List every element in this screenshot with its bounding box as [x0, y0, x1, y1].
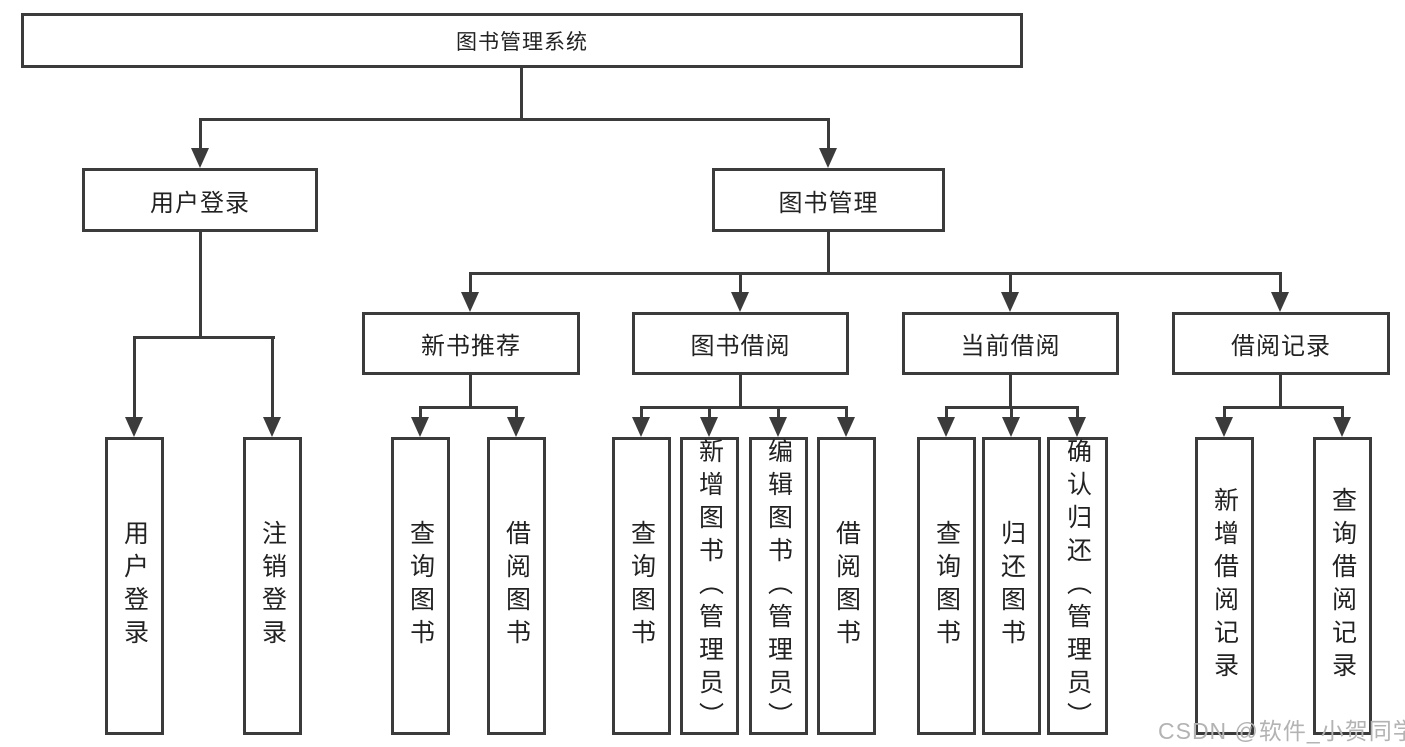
connector-borrowing-records-bar [1224, 406, 1344, 409]
leaf-confirm-return-admin: 确认归还（管理员） [1047, 437, 1108, 735]
arrow-down-icon [507, 417, 525, 437]
node-book-borrowing: 图书借阅 [632, 312, 849, 375]
arrow-down-icon [769, 417, 787, 437]
connector-arm-borrowing-records [1279, 272, 1282, 294]
connector-borrowing-records-stem [1279, 375, 1282, 406]
arrow-down-icon [1068, 417, 1086, 437]
arrow-down-icon [837, 417, 855, 437]
leaf-label: 确认归还（管理员） [1063, 437, 1092, 735]
leaf-return-books: 归还图书 [982, 437, 1041, 735]
arrow-down-icon [937, 417, 955, 437]
connector-book-management-stem [827, 232, 830, 272]
arrow-down-icon [1001, 292, 1019, 312]
watermark-text: CSDN @软件_小贺同学 [1158, 718, 1405, 744]
arrow-down-icon [632, 417, 650, 437]
leaf-label: 查询图书 [627, 520, 656, 652]
arrow-down-icon [1215, 417, 1233, 437]
node-label: 新书推荐 [421, 333, 521, 360]
node-label: 图书借阅 [690, 333, 791, 360]
leaf-logout: 注销登录 [243, 437, 302, 735]
leaf-label: 新增借阅记录 [1210, 487, 1239, 685]
connector-arm-leaf [708, 406, 711, 419]
arrow-down-icon [1333, 417, 1351, 437]
leaf-label: 编辑图书（管理员） [764, 437, 793, 735]
leaf-borrow-books-recommend: 借阅图书 [487, 437, 546, 735]
leaf-query-books-current: 查询图书 [917, 437, 976, 735]
arrow-down-icon [461, 292, 479, 312]
leaf-label: 注销登录 [258, 520, 287, 652]
connector-arm-leaf [945, 406, 948, 419]
leaf-label: 借阅图书 [832, 520, 861, 652]
leaf-add-borrow-record: 新增借阅记录 [1195, 437, 1254, 735]
connector-user-login-bar [133, 336, 275, 339]
leaf-edit-book-admin: 编辑图书（管理员） [749, 437, 808, 735]
arrow-down-icon [125, 417, 143, 437]
leaf-label: 用户登录 [120, 520, 149, 652]
node-label: 图书管理系统 [456, 30, 588, 54]
connector-arm-leaf [845, 406, 848, 419]
connector-arm-leaf [1341, 406, 1344, 419]
connector-arm-leaf-logout [271, 336, 274, 419]
arrow-down-icon [700, 417, 718, 437]
connector-arm-user-login [199, 118, 202, 150]
leaf-borrow-books-borrowing: 借阅图书 [817, 437, 876, 735]
node-current-borrowing: 当前借阅 [902, 312, 1119, 375]
connector-level2-bar [199, 118, 830, 121]
node-label: 当前借阅 [960, 333, 1061, 360]
connector-arm-leaf [640, 406, 643, 419]
node-book-management: 图书管理 [712, 168, 945, 232]
leaf-user-login: 用户登录 [105, 437, 164, 735]
connector-current-borrowing-stem [1009, 375, 1012, 406]
connector-root-stem [520, 68, 523, 118]
node-new-book-recommendation: 新书推荐 [362, 312, 580, 375]
connector-level3-bar [470, 272, 1282, 275]
connector-user-login-stem [199, 232, 202, 336]
arrow-down-icon [819, 148, 837, 168]
connector-arm-leaf-user-login [133, 336, 136, 419]
connector-arm-book-borrowing [739, 272, 742, 294]
connector-arm-leaf [1010, 406, 1013, 419]
node-label: 图书管理 [778, 189, 879, 217]
leaf-add-book-admin: 新增图书（管理员） [680, 437, 739, 735]
node-label: 借阅记录 [1231, 333, 1331, 360]
node-borrowing-records: 借阅记录 [1172, 312, 1390, 375]
connector-arm-leaf [1076, 406, 1079, 419]
leaf-query-books-recommend: 查询图书 [391, 437, 450, 735]
leaf-label: 查询图书 [932, 520, 961, 652]
connector-arm-current-borrowing [1009, 272, 1012, 294]
node-library-management-system: 图书管理系统 [21, 13, 1023, 68]
leaf-label: 借阅图书 [502, 520, 531, 652]
leaf-query-borrow-record: 查询借阅记录 [1313, 437, 1372, 735]
connector-arm-leaf [419, 406, 422, 419]
leaf-label: 查询借阅记录 [1328, 487, 1357, 685]
arrow-down-icon [731, 292, 749, 312]
leaf-query-books-borrowing: 查询图书 [612, 437, 671, 735]
connector-arm-book-management [827, 118, 830, 150]
node-label: 用户登录 [150, 189, 250, 217]
arrow-down-icon [411, 417, 429, 437]
connector-new-book-bar [420, 406, 518, 409]
leaf-label: 新增图书（管理员） [695, 437, 724, 735]
connector-book-borrowing-stem [739, 375, 742, 406]
arrow-down-icon [191, 148, 209, 168]
connector-new-book-stem [469, 375, 472, 406]
connector-arm-leaf [515, 406, 518, 419]
leaf-label: 归还图书 [997, 520, 1026, 652]
connector-book-borrowing-bar [641, 406, 848, 409]
leaf-label: 查询图书 [406, 520, 435, 652]
node-user-login: 用户登录 [82, 168, 318, 232]
connector-arm-leaf [777, 406, 780, 419]
connector-arm-leaf [1223, 406, 1226, 419]
connector-arm-new-book [469, 272, 472, 294]
arrow-down-icon [263, 417, 281, 437]
arrow-down-icon [1002, 417, 1020, 437]
arrow-down-icon [1271, 292, 1289, 312]
